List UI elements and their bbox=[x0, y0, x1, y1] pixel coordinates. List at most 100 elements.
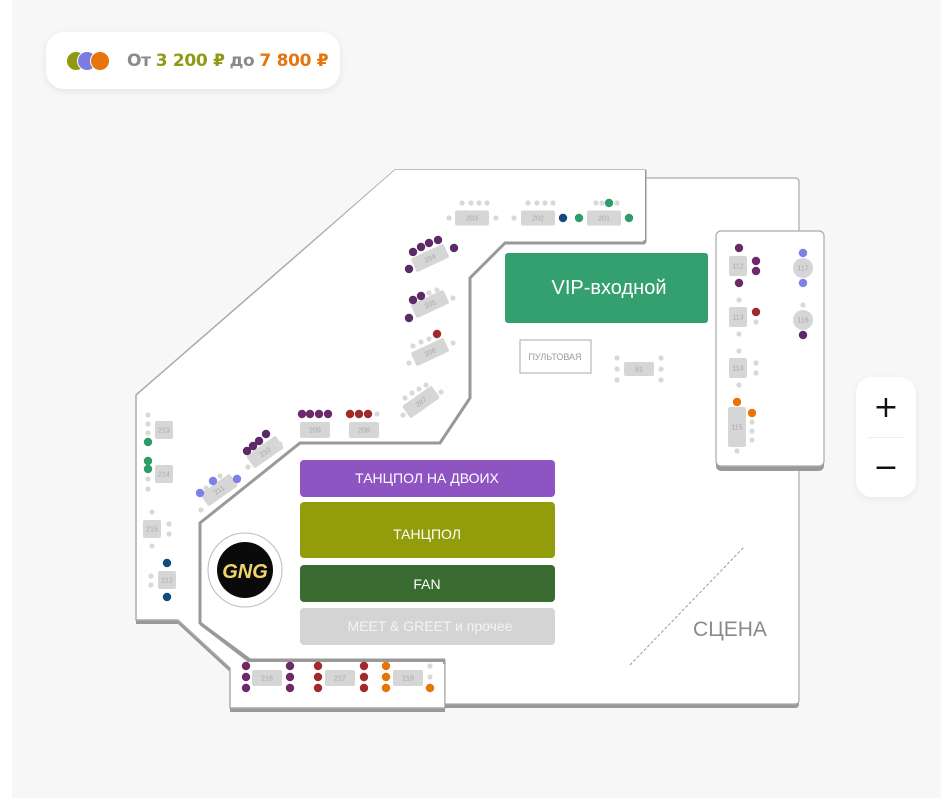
seat-available[interactable] bbox=[416, 291, 426, 301]
seat-available[interactable] bbox=[143, 456, 153, 466]
seat-available[interactable] bbox=[313, 683, 323, 693]
table-81[interactable]: 81 bbox=[624, 362, 654, 376]
table-shape bbox=[729, 358, 747, 378]
zone-dance[interactable]: ТАНЦПОЛ bbox=[300, 502, 555, 558]
seat-available[interactable] bbox=[751, 256, 761, 266]
stage-label: СЦЕНА bbox=[693, 618, 767, 641]
zone-vip[interactable]: VIP-входной bbox=[505, 253, 708, 323]
table-208[interactable]: 208 bbox=[349, 422, 379, 438]
seat-available[interactable] bbox=[604, 198, 614, 208]
seat-available[interactable] bbox=[408, 247, 418, 257]
seat-available[interactable] bbox=[345, 409, 355, 419]
table-215[interactable]: 215 bbox=[143, 520, 161, 538]
table-205[interactable]: 205 bbox=[411, 290, 450, 319]
seat-available[interactable] bbox=[359, 683, 369, 693]
seat-available[interactable] bbox=[747, 408, 757, 418]
table-213[interactable]: 213 bbox=[155, 421, 173, 439]
table-115[interactable]: 115 bbox=[728, 407, 746, 447]
table-shape bbox=[455, 210, 489, 226]
seat-available[interactable] bbox=[424, 238, 434, 248]
table-204[interactable]: 204 bbox=[411, 244, 450, 273]
seat-unavailable bbox=[245, 464, 251, 470]
seat-available[interactable] bbox=[433, 235, 443, 245]
seat-available[interactable] bbox=[143, 464, 153, 474]
table-212[interactable]: 212 bbox=[158, 571, 176, 589]
zone-dance-duo[interactable]: ТАНЦПОЛ НА ДВОИХ bbox=[300, 460, 555, 497]
seat-available[interactable] bbox=[241, 661, 251, 671]
seat-available[interactable] bbox=[363, 409, 373, 419]
zone-fan[interactable]: FAN bbox=[300, 565, 555, 602]
table-218[interactable]: 218 bbox=[393, 670, 423, 686]
table-209[interactable]: 209 bbox=[300, 422, 330, 438]
seat-available[interactable] bbox=[798, 330, 808, 340]
table-117[interactable]: 117 bbox=[793, 258, 813, 278]
seat-available[interactable] bbox=[449, 243, 459, 253]
seat-available[interactable] bbox=[162, 558, 172, 568]
table-211[interactable]: 211 bbox=[200, 474, 238, 507]
seat-available[interactable] bbox=[432, 329, 442, 339]
seat-available[interactable] bbox=[314, 409, 324, 419]
seat-available[interactable] bbox=[732, 397, 742, 407]
seat-available[interactable] bbox=[574, 213, 584, 223]
seat-available[interactable] bbox=[143, 437, 153, 447]
table-201[interactable]: 201 bbox=[587, 210, 621, 226]
table-216[interactable]: 216 bbox=[252, 670, 282, 686]
seat-available[interactable] bbox=[297, 409, 307, 419]
seat-available[interactable] bbox=[404, 313, 414, 323]
seat-available[interactable] bbox=[242, 446, 252, 456]
seat-available[interactable] bbox=[381, 683, 391, 693]
seat-available[interactable] bbox=[313, 672, 323, 682]
seat-available[interactable] bbox=[381, 672, 391, 682]
seat-available[interactable] bbox=[248, 441, 258, 451]
table-113[interactable]: 113 bbox=[729, 307, 747, 327]
seat-available[interactable] bbox=[798, 278, 808, 288]
table-116[interactable]: 116 bbox=[793, 310, 813, 330]
seat-available[interactable] bbox=[162, 592, 172, 602]
table-203[interactable]: 203 bbox=[455, 210, 489, 226]
seat-available[interactable] bbox=[751, 266, 761, 276]
price-range-badge: От 3 200 ₽ до 7 800 ₽ bbox=[46, 32, 340, 89]
seat-available[interactable] bbox=[313, 661, 323, 671]
seat-available[interactable] bbox=[285, 672, 295, 682]
seat-available[interactable] bbox=[408, 295, 418, 305]
seat-available[interactable] bbox=[232, 474, 242, 484]
seat-available[interactable] bbox=[359, 672, 369, 682]
table-202[interactable]: 202 bbox=[521, 210, 555, 226]
seat-available[interactable] bbox=[285, 661, 295, 671]
table-label: 212 bbox=[161, 578, 173, 585]
seat-available[interactable] bbox=[323, 409, 333, 419]
table-207[interactable]: 207 bbox=[402, 386, 440, 419]
seat-available[interactable] bbox=[734, 278, 744, 288]
seat-available[interactable] bbox=[734, 243, 744, 253]
zoom-out-button[interactable]: − bbox=[856, 437, 916, 497]
seat-available[interactable] bbox=[751, 307, 761, 317]
table-114[interactable]: 114 bbox=[729, 358, 747, 378]
seat-available[interactable] bbox=[404, 264, 414, 274]
seat-available[interactable] bbox=[241, 683, 251, 693]
seat-available[interactable] bbox=[798, 248, 808, 258]
seat-available[interactable] bbox=[425, 683, 435, 693]
seat-available[interactable] bbox=[558, 213, 568, 223]
seat-available[interactable] bbox=[305, 409, 315, 419]
seat-available[interactable] bbox=[624, 213, 634, 223]
seat-available[interactable] bbox=[354, 409, 364, 419]
seat-available[interactable] bbox=[381, 661, 391, 671]
seat-available[interactable] bbox=[254, 436, 264, 446]
table-206[interactable]: 206 bbox=[411, 338, 450, 367]
table-217[interactable]: 217 bbox=[325, 670, 355, 686]
seat-available[interactable] bbox=[261, 429, 271, 439]
seat-unavailable bbox=[511, 215, 517, 221]
plus-icon: + bbox=[873, 389, 899, 425]
table-214[interactable]: 214 bbox=[155, 465, 173, 483]
price-legend-dots bbox=[66, 50, 118, 71]
seat-available[interactable] bbox=[241, 672, 251, 682]
seat-available[interactable] bbox=[285, 683, 295, 693]
seat-available[interactable] bbox=[195, 488, 205, 498]
seat-available[interactable] bbox=[208, 476, 218, 486]
seat-available[interactable] bbox=[416, 242, 426, 252]
table-210[interactable]: 210 bbox=[246, 436, 284, 469]
seat-available[interactable] bbox=[359, 661, 369, 671]
table-112[interactable]: 112 bbox=[729, 256, 747, 276]
zoom-in-button[interactable]: + bbox=[856, 377, 916, 437]
